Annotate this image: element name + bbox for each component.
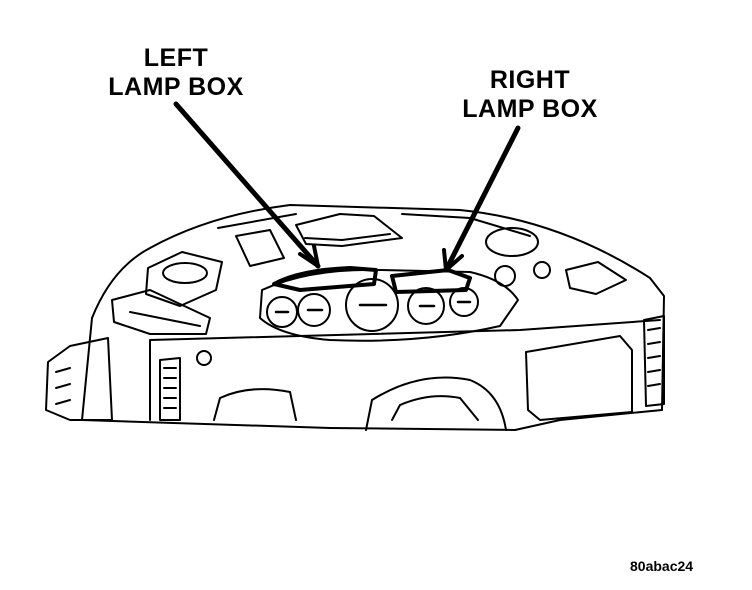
left-vent-grille xyxy=(159,357,181,421)
left-vent-tray xyxy=(111,289,211,335)
defroster-vent-inner xyxy=(304,233,391,241)
left-leader-line xyxy=(173,101,321,269)
dash-left-end-slots xyxy=(55,367,71,405)
glovebox-opening xyxy=(365,376,507,431)
right-panel-recess xyxy=(525,335,633,421)
right-leader-arrowhead xyxy=(442,248,464,272)
left-speaker-box xyxy=(145,251,223,307)
left-lamp-box-label: LEFT LAMP BOX xyxy=(92,44,260,102)
speedometer xyxy=(345,278,399,332)
right-knob xyxy=(494,265,516,287)
defroster-vent xyxy=(295,213,403,247)
dash-outer-outline xyxy=(81,204,665,431)
gauge-3 xyxy=(407,287,445,325)
left-label-line1: LEFT xyxy=(143,44,209,72)
dash-left-end-panel xyxy=(45,337,113,421)
right-knob-2 xyxy=(533,261,551,279)
figure-code: 80abac24 xyxy=(630,558,694,574)
right-label-line1: RIGHT xyxy=(489,66,571,94)
gauge-needles xyxy=(274,300,472,314)
top-face-ridge xyxy=(217,213,531,237)
right-side-vent xyxy=(643,315,665,407)
left-leader-arrowhead xyxy=(298,244,320,268)
left-speaker-grille xyxy=(162,262,208,284)
right-lamp-box-label: RIGHT LAMP BOX xyxy=(446,66,614,124)
gauge-1 xyxy=(266,296,298,328)
right-vent-box xyxy=(565,261,627,295)
gauge-2 xyxy=(297,293,331,327)
left-lamp-box-outline xyxy=(272,266,378,292)
right-speaker xyxy=(485,227,539,257)
cluster-housing xyxy=(259,268,519,342)
right-leader-line xyxy=(443,125,521,273)
left-label-line2: LAMP BOX xyxy=(108,73,244,101)
steering-column-opening xyxy=(213,388,297,421)
gauge-4 xyxy=(449,287,479,317)
left-vent-detail xyxy=(129,229,285,327)
dash-lower-lip xyxy=(149,319,661,421)
left-mount-hole xyxy=(196,350,212,366)
right-lamp-box-outline xyxy=(390,268,472,294)
right-label-line2: LAMP BOX xyxy=(462,95,598,123)
glovebox-inner xyxy=(391,395,479,421)
